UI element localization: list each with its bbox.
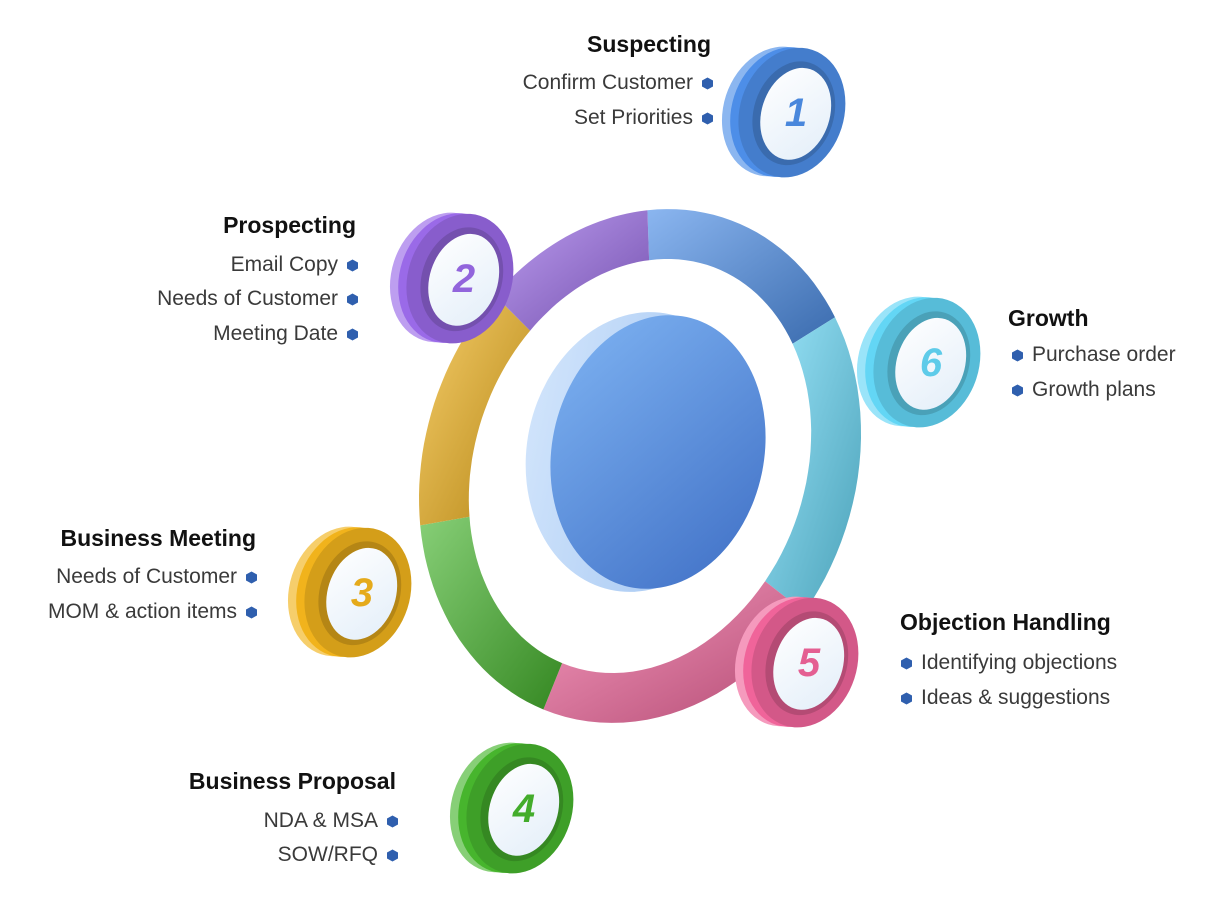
bullet-icon (900, 692, 913, 705)
cycle-ring (419, 209, 861, 723)
ring-segment-5 (419, 295, 531, 526)
stage-1-number: 1 (785, 91, 807, 135)
stage-2-title: Prospecting (223, 212, 356, 238)
stage-2-number: 2 (452, 257, 475, 301)
ring-segment-3 (543, 581, 805, 723)
stage-4-item: NDA & MSA (180, 808, 399, 834)
ring-segment-1 (647, 209, 835, 344)
stage-3-item: MOM & action items (0, 599, 258, 625)
stage-6-number: 6 (920, 341, 943, 385)
stage-2-item: Email Copy (80, 252, 359, 278)
stage-1-title: Suspecting (587, 31, 711, 57)
stage-1-coin: 1 (721, 46, 846, 178)
stage-3-item: Needs of Customer (0, 564, 258, 590)
stage-6-coin: 6 (856, 296, 981, 428)
stage-5-coin: 5 (734, 596, 859, 728)
bullet-icon (245, 606, 258, 619)
stage-4-number: 4 (512, 787, 535, 831)
bullet-icon (701, 112, 714, 125)
bullet-icon (346, 293, 359, 306)
stage-3-coin: 3 (287, 526, 412, 658)
stage-4-coin: 4 (449, 742, 574, 874)
bullet-icon (1011, 349, 1024, 362)
center-disc (525, 312, 766, 592)
stage-5-item: Ideas & suggestions (900, 685, 1110, 711)
stage-5-item: Identifying objections (900, 650, 1117, 676)
bullet-icon (900, 657, 913, 670)
stage-2-item: Needs of Customer (80, 286, 359, 312)
stage-6-title: Growth (1008, 305, 1089, 331)
stage-6-item: Purchase order (1011, 342, 1176, 368)
stage-3-number: 3 (351, 571, 373, 615)
bullet-icon (346, 328, 359, 341)
stage-1-item: Set Priorities (420, 105, 714, 131)
stage-5-number: 5 (798, 641, 821, 685)
ring-segment-2 (765, 317, 861, 612)
bullet-icon (386, 849, 399, 862)
stage-6-item: Growth plans (1011, 377, 1156, 403)
stage-2-item: Meeting Date (80, 321, 359, 347)
bullet-icon (701, 77, 714, 90)
bullet-icon (346, 259, 359, 272)
stage-1-item: Confirm Customer (420, 70, 714, 96)
stage-2-coin: 2 (389, 212, 514, 344)
ring-segment-6 (494, 210, 650, 331)
bullet-icon (1011, 384, 1024, 397)
bullet-icon (386, 815, 399, 828)
ring-segment-4 (420, 516, 563, 710)
stage-4-title: Business Proposal (188, 768, 396, 794)
bullet-icon (245, 571, 258, 584)
stage-5-title: Objection Handling (900, 609, 1111, 635)
stage-3-title: Business Meeting (60, 525, 256, 551)
stage-4-item: SOW/RFQ (180, 842, 399, 868)
